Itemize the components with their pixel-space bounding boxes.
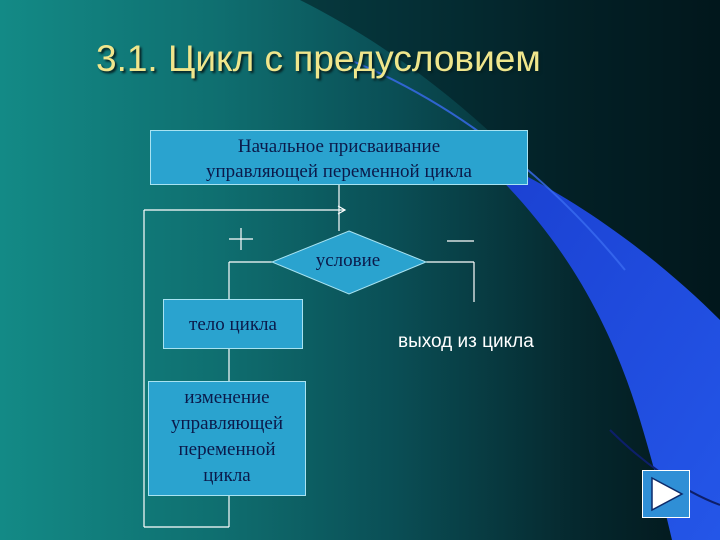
exit-label: выход из цикла [398,331,534,353]
change-line-3: переменной [149,437,305,463]
change-line-2: управляющей [149,411,305,437]
next-slide-button[interactable] [642,470,690,518]
condition-label: условие [298,250,398,272]
init-line-1: Начальное присваивание [151,134,527,159]
change-line-1: изменение [149,385,305,411]
change-variable-box: изменение управляющей переменной цикла [148,381,306,496]
play-next-icon [643,471,689,517]
change-line-4: цикла [149,463,305,489]
loop-body-box: тело цикла [163,299,303,349]
init-assignment-box: Начальное присваивание управляющей перем… [150,130,528,185]
init-line-2: управляющей переменной цикла [151,159,527,184]
